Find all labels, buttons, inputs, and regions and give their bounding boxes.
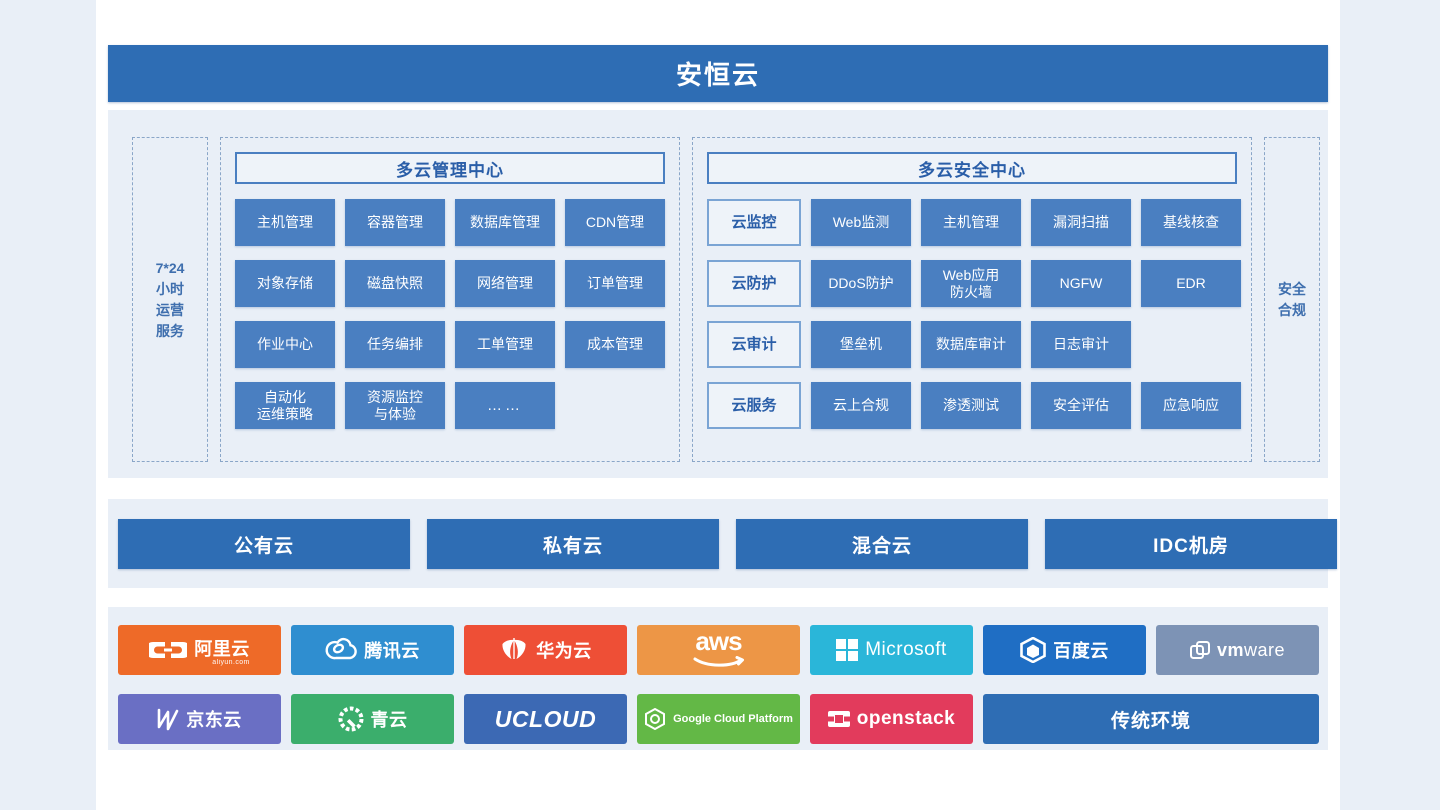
vendor-logo-microsoft[interactable]: Microsoft bbox=[810, 625, 973, 675]
management-tile-4[interactable]: CDN管理 bbox=[565, 199, 665, 246]
management-tile-13[interactable]: 自动化运维策略 bbox=[235, 382, 335, 429]
ops-line-4: 服务 bbox=[156, 322, 184, 339]
vendor-logo-label: 青云 bbox=[370, 710, 408, 730]
cloud-type-tile-3[interactable]: 混合云 bbox=[736, 519, 1028, 569]
management-tile-3[interactable]: 数据库管理 bbox=[455, 199, 555, 246]
vendor-logo-label: 传统环境 bbox=[1110, 710, 1191, 732]
management-tile-11[interactable]: 工单管理 bbox=[455, 321, 555, 368]
cloud-type-section: 公有云私有云混合云 IDC机房 bbox=[108, 499, 1337, 588]
vmware-icon bbox=[1189, 640, 1210, 660]
page-title: 安恒云 bbox=[675, 60, 760, 90]
security-tile-2-3[interactable]: NGFW bbox=[1031, 260, 1131, 307]
management-tile-1[interactable]: 主机管理 bbox=[235, 199, 335, 246]
ops-line-1: 7*24 bbox=[155, 259, 185, 276]
security-tile-3-1[interactable]: 堡垒机 bbox=[811, 321, 911, 368]
security-tile-1-3[interactable]: 漏洞扫描 bbox=[1031, 199, 1131, 246]
management-center-title: 多云管理中心 bbox=[396, 160, 504, 180]
management-tile-14[interactable]: 资源监控与体验 bbox=[345, 382, 445, 429]
compliance-label: 安全 合规 bbox=[1265, 138, 1319, 461]
microsoft-icon bbox=[836, 639, 859, 661]
security-center-header: 多云安全中心 bbox=[707, 152, 1237, 184]
security-category-2[interactable]: 云防护 bbox=[707, 260, 801, 307]
security-tile-2-1[interactable]: DDoS防护 bbox=[811, 260, 911, 307]
gcp-icon bbox=[644, 708, 666, 730]
security-tile-4-3[interactable]: 安全评估 bbox=[1031, 382, 1131, 429]
ops-line-2: 小时 bbox=[156, 280, 184, 297]
security-tile-2-4[interactable]: EDR bbox=[1141, 260, 1241, 307]
security-tile-3-3[interactable]: 日志审计 bbox=[1031, 321, 1131, 368]
compliance-line-2: 合规 bbox=[1278, 301, 1306, 318]
baidu-icon bbox=[1020, 637, 1047, 663]
vendor-logo-label: 百度云 bbox=[1053, 641, 1109, 661]
management-center-header: 多云管理中心 bbox=[235, 152, 665, 184]
ops-service-column: 7*24 小时 运营 服务 bbox=[132, 137, 208, 462]
ops-line-3: 运营 bbox=[156, 301, 184, 318]
qingcloud-icon bbox=[338, 706, 364, 732]
cloud-type-tile-4[interactable]: IDC机房 bbox=[1045, 519, 1337, 569]
vendor-logo-label: Microsoft bbox=[865, 639, 947, 660]
vendor-logo-label: 腾讯云 bbox=[364, 641, 420, 661]
management-tile-15[interactable]: …… bbox=[455, 382, 555, 429]
security-category-3[interactable]: 云审计 bbox=[707, 321, 801, 368]
vendor-logo-label: aws bbox=[693, 628, 745, 671]
cloud-type-tile-1[interactable]: 公有云 bbox=[118, 519, 410, 569]
tencent-cloud-icon bbox=[325, 636, 358, 664]
vendor-logo-tencent-cloud[interactable]: 腾讯云 bbox=[291, 625, 454, 675]
vendor-logo-label: UCLOUD bbox=[494, 705, 597, 732]
vendor-logo-label: 华为云 bbox=[536, 641, 592, 661]
vendor-logo-label: vmware bbox=[1216, 639, 1286, 660]
vendor-logo-label: 京东云 bbox=[186, 710, 242, 730]
vendor-logo-qingcloud[interactable]: 青云 bbox=[291, 694, 454, 744]
security-tile-1-2[interactable]: 主机管理 bbox=[921, 199, 1021, 246]
security-tile-2-2[interactable]: Web应用防火墙 bbox=[921, 260, 1021, 307]
security-category-4[interactable]: 云服务 bbox=[707, 382, 801, 429]
management-tile-5[interactable]: 对象存储 bbox=[235, 260, 335, 307]
security-center-title: 多云安全中心 bbox=[918, 160, 1026, 180]
management-tile-10[interactable]: 任务编排 bbox=[345, 321, 445, 368]
security-tile-4-2[interactable]: 渗透测试 bbox=[921, 382, 1021, 429]
management-tile-8[interactable]: 订单管理 bbox=[565, 260, 665, 307]
security-tile-4-4[interactable]: 应急响应 bbox=[1141, 382, 1241, 429]
management-tile-9[interactable]: 作业中心 bbox=[235, 321, 335, 368]
management-tile-7[interactable]: 网络管理 bbox=[455, 260, 555, 307]
vendor-logo-vmware[interactable]: vmware bbox=[1156, 625, 1319, 675]
security-tile-1-1[interactable]: Web监测 bbox=[811, 199, 911, 246]
management-tile-2[interactable]: 容器管理 bbox=[345, 199, 445, 246]
cloud-type-tile-2[interactable]: 私有云 bbox=[427, 519, 719, 569]
vendor-logo-openstack[interactable]: openstack bbox=[810, 694, 973, 744]
vendor-logo-huawei[interactable]: 华为云 bbox=[464, 625, 627, 675]
compliance-line-1: 安全 bbox=[1278, 280, 1306, 297]
huawei-icon bbox=[499, 637, 529, 663]
vendor-logo-ucloud[interactable]: UCLOUD bbox=[464, 694, 627, 744]
security-category-1[interactable]: 云监控 bbox=[707, 199, 801, 246]
openstack-icon bbox=[827, 709, 850, 729]
management-tile-6[interactable]: 磁盘快照 bbox=[345, 260, 445, 307]
management-tile-12[interactable]: 成本管理 bbox=[565, 321, 665, 368]
vendor-logo-gcp[interactable]: Google Cloud Platform bbox=[637, 694, 800, 744]
vendor-logo-baidu[interactable]: 百度云 bbox=[983, 625, 1146, 675]
vendor-logo-[interactable]: 传统环境 bbox=[983, 694, 1319, 744]
security-tile-3-2[interactable]: 数据库审计 bbox=[921, 321, 1021, 368]
page-title-bar: 安恒云 bbox=[108, 45, 1328, 102]
aliyun-icon bbox=[149, 637, 188, 663]
vendor-logo-jd-cloud[interactable]: 京东云 bbox=[118, 694, 281, 744]
security-tile-1-4[interactable]: 基线核查 bbox=[1141, 199, 1241, 246]
compliance-column: 安全 合规 bbox=[1264, 137, 1320, 462]
vendor-logo-label: openstack bbox=[856, 708, 956, 729]
vendor-logo-label: Google Cloud Platform bbox=[673, 713, 793, 725]
jd-cloud-icon bbox=[157, 707, 179, 731]
vendor-logo-aws[interactable]: aws bbox=[637, 625, 800, 675]
security-tile-4-1[interactable]: 云上合规 bbox=[811, 382, 911, 429]
ops-service-label: 7*24 小时 运营 服务 bbox=[133, 138, 207, 461]
